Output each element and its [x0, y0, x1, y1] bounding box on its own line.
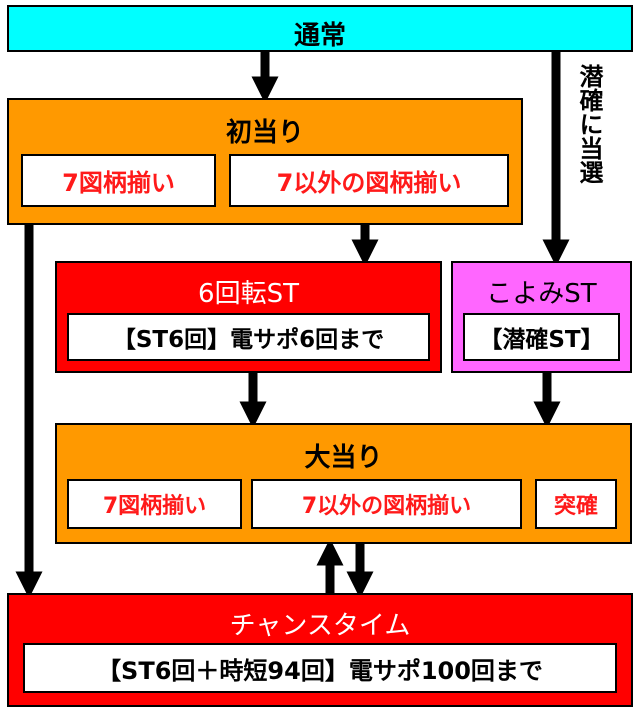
chance-time-desc: 【ST6回＋時短94回】電サポ100回まで — [23, 643, 617, 693]
six-rotation-st-box: 6回転ST 【ST6回】電サポ6回まで — [55, 261, 442, 373]
chance-time-box: チャンスタイム 【ST6回＋時短94回】電サポ100回まで — [7, 593, 633, 707]
big-hit-item-7: 7図柄揃い — [67, 479, 242, 529]
six-rotation-st-desc: 【ST6回】電サポ6回まで — [67, 313, 430, 361]
big-hit-box: 大当り 7図柄揃い 7以外の図柄揃い 突確 — [55, 423, 632, 544]
big-hit-item-non7: 7以外の図柄揃い — [251, 479, 522, 529]
koyomi-st-title: こよみST — [486, 279, 597, 309]
first-hit-title: 初当り — [225, 118, 304, 148]
big-hit-item-sudden: 突確 — [535, 479, 617, 529]
first-hit-item-7: 7図柄揃い — [21, 154, 216, 207]
koyomi-st-desc: 【潜確ST】 — [463, 313, 620, 361]
side-label: 潜確に当選 — [574, 64, 604, 184]
koyomi-st-box: こよみST 【潜確ST】 — [451, 261, 632, 373]
big-hit-title: 大当り — [304, 443, 383, 473]
six-rotation-st-title: 6回転ST — [198, 279, 299, 309]
first-hit-item-non7: 7以外の図柄揃い — [229, 154, 509, 207]
normal-state-title: 通常 — [293, 21, 346, 51]
first-hit-box: 初当り 7図柄揃い 7以外の図柄揃い — [7, 98, 523, 225]
normal-state-box: 通常 — [7, 5, 633, 52]
chance-time-title: チャンスタイム — [229, 611, 411, 641]
